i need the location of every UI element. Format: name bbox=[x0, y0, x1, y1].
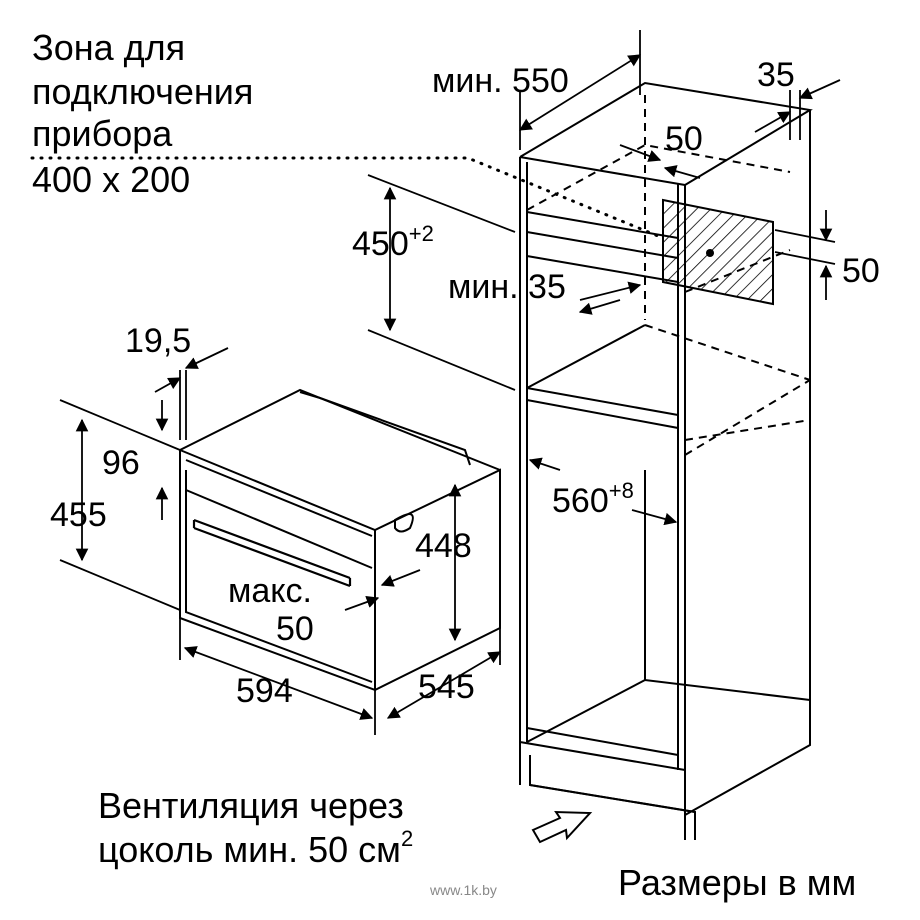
connection-zone bbox=[662, 198, 774, 306]
watermark: www.1k.by bbox=[429, 882, 497, 898]
dimension-lines bbox=[59, 30, 841, 735]
ventilation-arrow-icon bbox=[531, 810, 593, 844]
dim-545: 545 bbox=[418, 668, 475, 706]
dim-560: 560+8 bbox=[552, 478, 634, 520]
connection-point-icon bbox=[706, 249, 714, 257]
ventilation-line1: Вентиляция через bbox=[98, 785, 404, 826]
units-note: Размеры в мм bbox=[618, 862, 856, 903]
zone-label-line1: Зона для bbox=[32, 27, 185, 68]
dim-35-top: 35 bbox=[757, 56, 795, 94]
ventilation-line2: цоколь мин. 50 см2 bbox=[98, 826, 413, 870]
dim-96: 96 bbox=[102, 444, 140, 482]
dim-50-top: 50 bbox=[665, 120, 703, 158]
cabinet-drawing bbox=[519, 81, 813, 840]
dim-min-550: мин. 550 bbox=[432, 62, 569, 100]
dim-max-50: 50 bbox=[276, 610, 314, 648]
zone-leader-line bbox=[30, 156, 665, 240]
dim-min-35: мин. 35 bbox=[448, 268, 566, 306]
dim-50-right: 50 bbox=[842, 252, 880, 290]
dim-450: 450+2 bbox=[352, 221, 434, 263]
zone-label-line4: 400 x 200 bbox=[32, 159, 190, 200]
dim-594: 594 bbox=[236, 672, 293, 710]
ventilation-note: Вентиляция через цоколь мин. 50 см2 bbox=[98, 785, 413, 870]
zone-label: Зона для подключения прибора 400 x 200 bbox=[32, 27, 253, 200]
dim-455: 455 bbox=[50, 496, 107, 534]
oven-side-hinge bbox=[394, 513, 414, 533]
dim-19-5: 19,5 bbox=[125, 322, 191, 360]
oven-handle-icon bbox=[192, 518, 352, 588]
dim-max-word: макс. bbox=[228, 572, 312, 610]
zone-label-line2: подключения bbox=[32, 71, 253, 112]
dim-448: 448 bbox=[415, 527, 472, 565]
zone-label-line3: прибора bbox=[32, 113, 173, 154]
